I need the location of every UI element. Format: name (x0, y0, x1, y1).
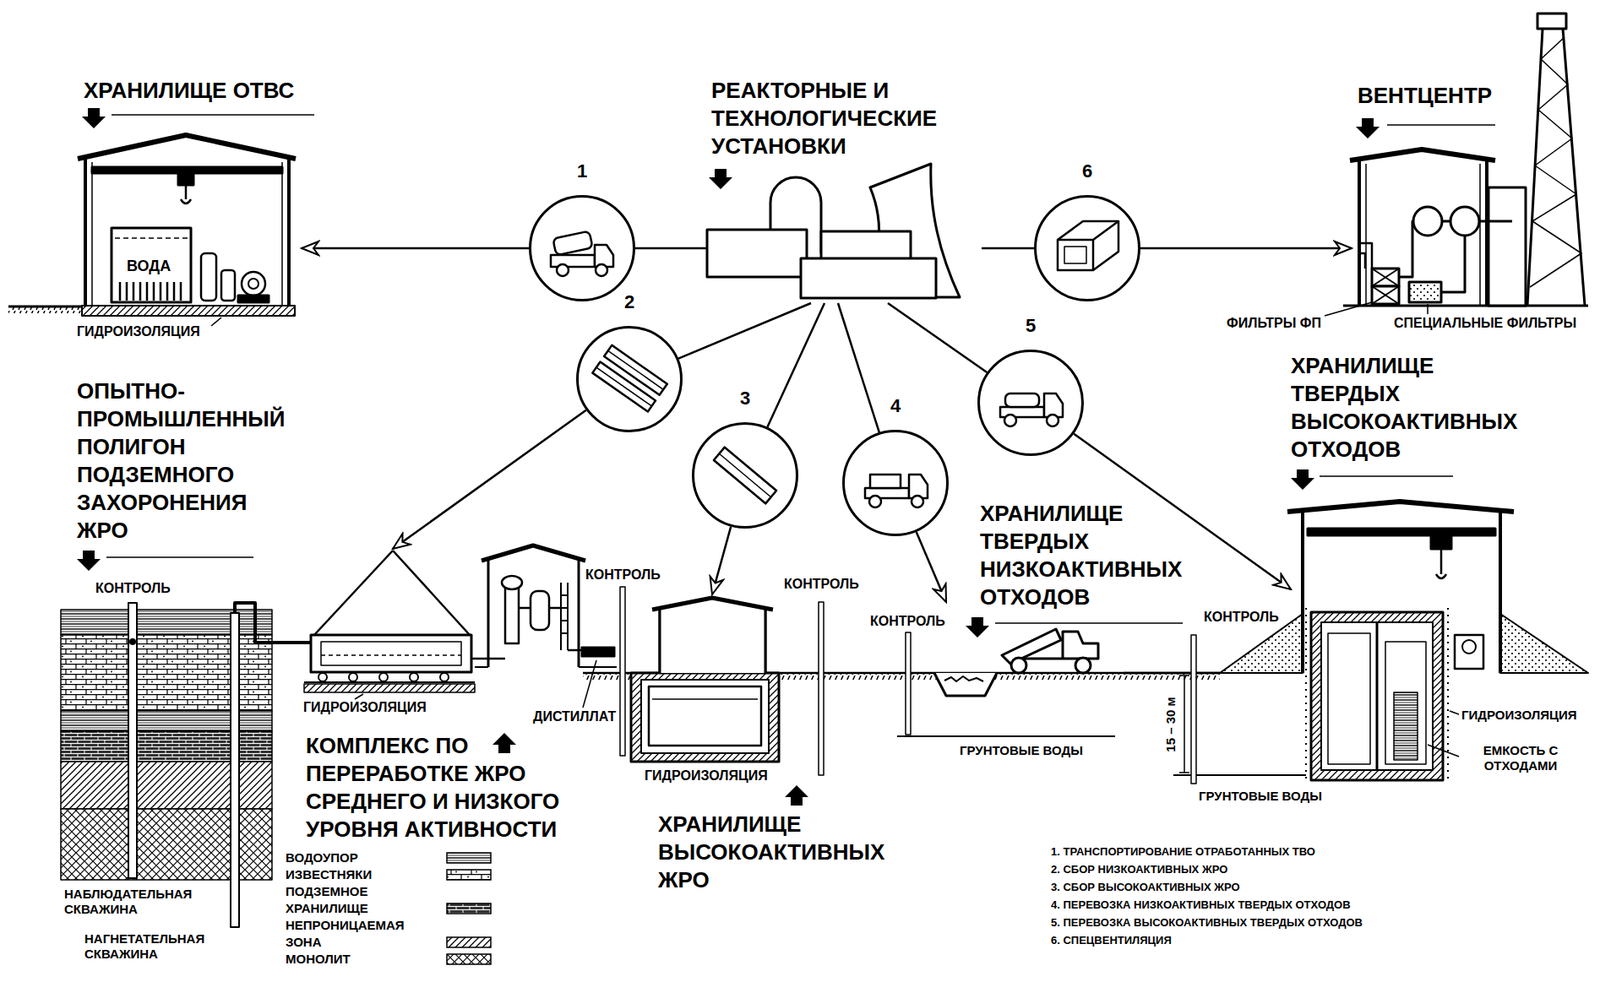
part-label: ФИЛЬТРЫ ФП (1226, 315, 1322, 332)
connector (288, 641, 296, 645)
note: 3. СБОР ВЫСОКОАКТИВНЫХ ЖРО (1050, 880, 1241, 896)
connector (767, 303, 825, 428)
connector (635, 247, 708, 251)
legend-text: НЕПРОНИЦАЕМАЯ ЗОНА (285, 917, 413, 952)
legend-swatch (446, 852, 492, 865)
connector (712, 527, 731, 595)
reactor-drawing (707, 163, 960, 299)
water-level-label: ГРУНТОВЫЕ ВОДЫ (1198, 789, 1323, 805)
legend-row: НЕПРОНИЦАЕМАЯ ЗОНА (285, 917, 492, 952)
liquid-waste-storage: ХРАНИЛИЩЕ ВЫСОКОАКТИВНЫХ ЖРО (627, 594, 907, 895)
well-label: НАГНЕТАТЕЛЬНАЯ СКВАЖИНА (84, 931, 245, 963)
well-label: НАБЛЮДАТЕЛЬНАЯ СКВАЖИНА (64, 887, 225, 918)
legend-swatch (446, 903, 492, 915)
facility-heading: ХРАНИЛИЩЕ ВЫСОКОАКТИВНЫХ ЖРО (658, 810, 885, 895)
ventilation-drawing (1324, 13, 1589, 316)
part-label: ГИДРОИЗОЛЯЦИЯ (644, 768, 768, 784)
facility-heading: ХРАНИЛИЩЕ ОТВС (83, 76, 302, 105)
dimension: 15 – 30 м (1163, 694, 1179, 756)
note: 1. ТРАНСПОРТИРОВАНИЕ ОТРАБОТАННЫХ ТВО (1050, 844, 1316, 860)
connector (678, 303, 811, 360)
control-label: КОНТРОЛЬ (870, 614, 946, 630)
transport-circle: 4 (842, 429, 949, 537)
legend-text: ВОДОУПОР (285, 849, 413, 867)
connector (392, 410, 587, 550)
callout-number: 1 (531, 160, 633, 183)
control-label: КОНТРОЛЬ (95, 581, 171, 597)
part-label: СПЕЦИАЛЬНЫЕ ФИЛЬТРЫ (1393, 315, 1577, 332)
legend-swatch (446, 869, 492, 882)
water-label: ВОДА (126, 258, 171, 274)
disposal-site-drawing (60, 550, 289, 928)
control-label: КОНТРОЛЬ (585, 567, 661, 583)
disposal-site: ОПЫТНО- ПРОМЫШЛЕННЫЙ ПОЛИГОН ПОДЗЕМНОГО … (60, 377, 289, 882)
transport-circle: 5 (977, 349, 1084, 457)
control-label: КОНТРОЛЬ (1203, 609, 1279, 626)
facility-heading: ХРАНИЛИЩЕ ТВЕРДЫХ ВЫСОКОАКТИВНЫХ ОТХОДОВ (1290, 352, 1518, 464)
callout-number: 4 (844, 395, 947, 418)
legend-row: МОНОЛИТ (285, 951, 492, 969)
transport-circle: 1 (528, 195, 636, 302)
connector (887, 303, 987, 373)
legend-row: ИЗВЕСТНЯКИ (285, 866, 492, 884)
part-label: ДИСТИЛЛАТ (533, 709, 616, 725)
part-label: ЕМКОСТЬ С ОТХОДАМИ (1461, 743, 1580, 774)
facility-heading: ХРАНИЛИЩЕ ТВЕРДЫХ НИЗКОАКТИВНЫХ ОТХОДОВ (979, 500, 1182, 612)
note: 5. ПЕРЕВОЗКА ВЫСОКОАКТИВНЫХ ТВЕРДЫХ ОТХО… (1050, 915, 1363, 931)
legend-swatch (446, 953, 492, 966)
part-label: ГИДРОИЗОЛЯЦИЯ (1461, 707, 1578, 724)
note: 2. СБОР НИЗКОАКТИВНЫХ ЖРО (1050, 862, 1228, 878)
processing-complex: КОМПЛЕКС ПО ПЕРЕРАБОТКЕ ЖРО СРЕДНЕГО И Н… (295, 549, 601, 845)
facility-heading: КОМПЛЕКС ПО ПЕРЕРАБОТКЕ ЖРО СРЕДНЕГО И Н… (305, 732, 598, 844)
facility-heading: РЕАКТОРНЫЕ И ТЕХНОЛОГИЧЕСКИЕ УСТАНОВКИ (711, 76, 965, 161)
control-label: КОНТРОЛЬ (783, 576, 860, 593)
transport-circle: 2 (576, 326, 683, 433)
reactor-complex: РЕАКТОРНЫЕ И ТЕХНОЛОГИЧЕСКИЕ УСТАНОВКИ (707, 76, 982, 304)
ventilation-center: ВЕНТЦЕНТР (1351, 81, 1594, 307)
legend-text: ПОДЗЕМНОЕ ХРАНИЛИЩЕ (285, 883, 413, 918)
low-level-storage-drawing (897, 617, 1183, 737)
low-level-storage: ХРАНИЛИЩЕ ТВЕРДЫХ НИЗКОАКТИВНЫХ ОТХОДОВ (946, 500, 1200, 695)
transport-circle: 6 (1034, 195, 1141, 302)
facility-heading: ВЕНТЦЕНТР (1357, 81, 1594, 110)
note: 4. ПЕРЕВОЗКА НИЗКОАКТИВНЫХ ТВЕРДЫХ ОТХОД… (1050, 897, 1351, 914)
part-label: ГИДРОИЗОЛЯЦИЯ (76, 324, 201, 340)
connector (981, 247, 1035, 251)
connector (1140, 247, 1352, 251)
transport-icons (550, 221, 1119, 508)
liquid-waste-storage-drawing (582, 587, 1220, 806)
processing-complex-drawing (295, 545, 617, 754)
connector (916, 532, 947, 603)
storage-building: ХРАНИЛИЩЕ ОТВС (76, 76, 302, 307)
note: 6. СПЕЦВЕНТИЛЯЦИЯ (1050, 933, 1172, 949)
callout-number: 2 (578, 291, 681, 314)
transport-circle: 3 (691, 422, 799, 529)
callout-number: 3 (694, 387, 796, 410)
legend: ВОДОУПОРИЗВЕСТНЯКИПОДЗЕМНОЕ ХРАНИЛИЩЕНЕП… (285, 849, 492, 969)
callout-number: 5 (979, 315, 1082, 338)
legend-text: ИЗВЕСТНЯКИ (285, 866, 413, 884)
legend-row: ВОДОУПОР (285, 849, 492, 867)
fuel-storage-drawing (8, 108, 315, 327)
legend-text: МОНОЛИТ (285, 951, 413, 969)
water-level-label: ГРУНТОВЫЕ ВОДЫ (959, 743, 1083, 759)
connector (301, 247, 529, 251)
callout-number: 6 (1036, 160, 1138, 183)
high-level-storage-drawing (1123, 469, 1589, 784)
legend-row: ПОДЗЕМНОЕ ХРАНИЛИЩЕ (285, 883, 492, 918)
facility-heading: ОПЫТНО- ПРОМЫШЛЕННЫЙ ПОЛИГОН ПОДЗЕМНОГО … (76, 377, 285, 545)
legend-swatch (446, 936, 492, 949)
connector (838, 303, 880, 433)
part-label: ГИДРОИЗОЛЯЦИЯ (303, 700, 427, 716)
